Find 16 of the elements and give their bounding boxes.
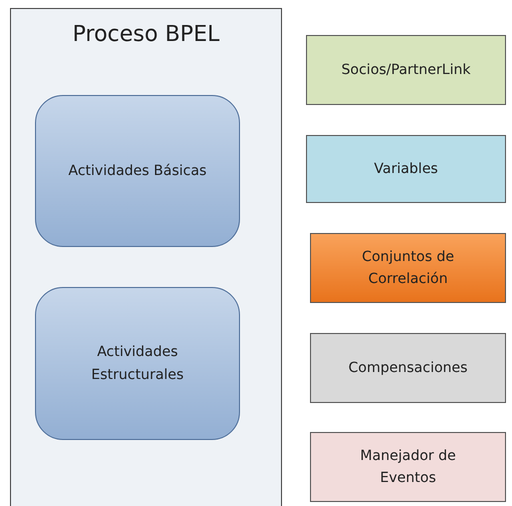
- element-box: [306, 35, 506, 105]
- element-box: [310, 233, 506, 303]
- box-label: Actividades Estructurales: [90, 343, 185, 384]
- process-panel: [10, 8, 282, 506]
- box-label: Socios/PartnerLink: [341, 60, 471, 80]
- element-box: [310, 333, 506, 403]
- box-label: Actividades Básicas: [68, 162, 207, 181]
- box-label: Manejador de Eventos: [359, 446, 457, 488]
- box-label: Conjuntos de Correlación: [360, 248, 456, 289]
- activity-box: [35, 95, 240, 247]
- element-box: [310, 432, 506, 502]
- box-label: Compensaciones: [348, 358, 468, 378]
- activity-box: [35, 287, 240, 440]
- panel-title: Proceso BPEL: [72, 21, 220, 49]
- box-label: Variables: [374, 160, 438, 179]
- element-box: [306, 135, 506, 203]
